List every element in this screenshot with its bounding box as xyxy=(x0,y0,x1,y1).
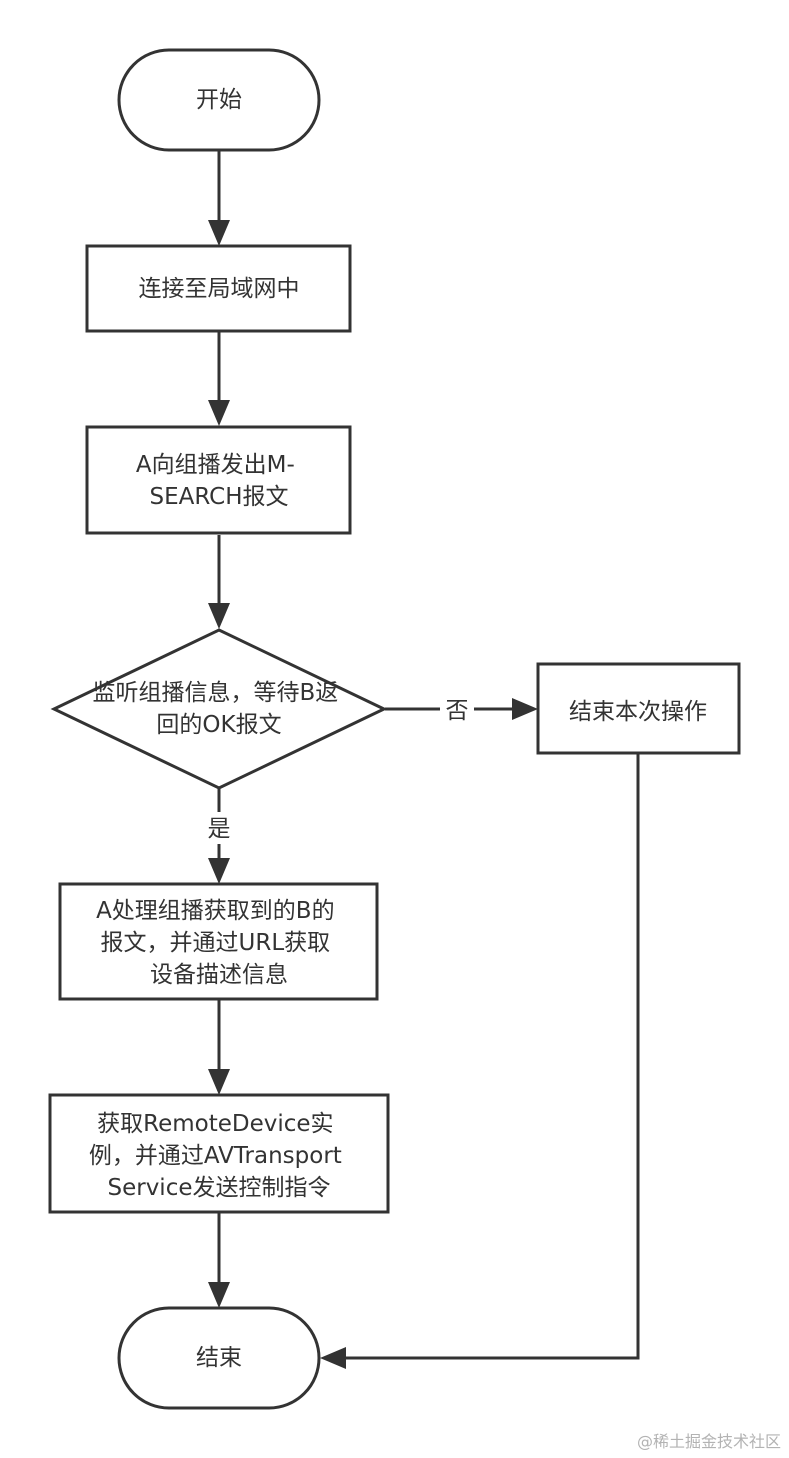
node-end-op: 结束本次操作 xyxy=(536,662,741,755)
edge-end-op-to-end xyxy=(344,753,640,1360)
arrowhead-multicast xyxy=(208,400,230,426)
node-end: 结束 xyxy=(117,1306,321,1410)
arrowhead-control xyxy=(208,1069,230,1095)
connect-label: 连接至局域网中 xyxy=(139,276,300,302)
multicast-label-line-1: A向组播发出M- xyxy=(136,452,295,478)
connect-process-shape xyxy=(85,244,352,333)
process-b-label-line-2: 报文，并通过URL获取 xyxy=(101,930,331,956)
listen-label-line-1: 监听组播信息，等待B返 xyxy=(92,680,338,706)
process-b-label: A处理组播获取到的B的 报文，并通过URL获取 设备描述信息 xyxy=(96,898,342,988)
node-start: 开始 xyxy=(117,48,321,152)
watermark: @稀土掘金技术社区 xyxy=(636,1432,781,1451)
start-label-line-1: 开始 xyxy=(196,87,242,113)
no-label-bg xyxy=(440,695,474,725)
multicast-label: A向组播发出M- SEARCH报文 xyxy=(136,452,302,510)
end-op-label: 结束本次操作 xyxy=(569,699,707,725)
end-op-process-shape xyxy=(536,662,741,755)
end-label: 结束 xyxy=(196,1345,242,1371)
node-listen: 监听组播信息，等待B返 回的OK报文 xyxy=(50,628,388,790)
control-label-line-1: 获取RemoteDevice实 xyxy=(97,1111,333,1137)
arrowhead-end xyxy=(208,1282,230,1308)
start-label: 开始 xyxy=(196,87,242,113)
start-terminator-shape xyxy=(117,48,321,152)
arrowhead-process-b xyxy=(208,858,230,884)
node-process-b: A处理组播获取到的B的 报文，并通过URL获取 设备描述信息 xyxy=(58,882,379,1001)
process-b-label-line-3: 设备描述信息 xyxy=(150,962,288,988)
edge-labels: 否 是 xyxy=(202,695,474,844)
edge-label-no: 否 xyxy=(446,698,469,724)
listen-label: 监听组播信息，等待B返 回的OK报文 xyxy=(92,680,345,738)
arrowhead-connect xyxy=(208,220,230,246)
control-label: 获取RemoteDevice实 例，并通过AVTransport Service… xyxy=(89,1111,349,1201)
end-terminator-shape xyxy=(117,1306,321,1410)
arrowhead-listen xyxy=(208,603,230,629)
control-process-shape xyxy=(48,1093,390,1214)
process-b-process-shape xyxy=(58,882,379,1001)
arrowhead-end-op xyxy=(512,698,538,720)
connect-label-line-1: 连接至局域网中 xyxy=(139,276,300,302)
yes-label-bg xyxy=(202,812,236,844)
multicast-label-line-2: SEARCH报文 xyxy=(149,484,288,510)
node-connect: 连接至局域网中 xyxy=(85,244,352,333)
edges xyxy=(208,151,640,1369)
listen-decision-shape xyxy=(50,628,388,790)
arrowhead-end-from-end-op xyxy=(320,1347,346,1369)
listen-label-line-2: 回的OK报文 xyxy=(156,712,281,738)
control-label-line-3: Service发送控制指令 xyxy=(107,1175,330,1201)
control-label-line-2: 例，并通过AVTransport xyxy=(89,1143,342,1169)
edge-label-yes: 是 xyxy=(208,816,231,842)
process-b-label-line-1: A处理组播获取到的B的 xyxy=(96,898,335,924)
node-control: 获取RemoteDevice实 例，并通过AVTransport Service… xyxy=(48,1093,390,1214)
end-op-label-line-1: 结束本次操作 xyxy=(569,699,707,725)
node-multicast: A向组播发出M- SEARCH报文 xyxy=(85,425,352,535)
multicast-process-shape xyxy=(85,425,352,535)
end-label-line-1: 结束 xyxy=(196,1345,242,1371)
